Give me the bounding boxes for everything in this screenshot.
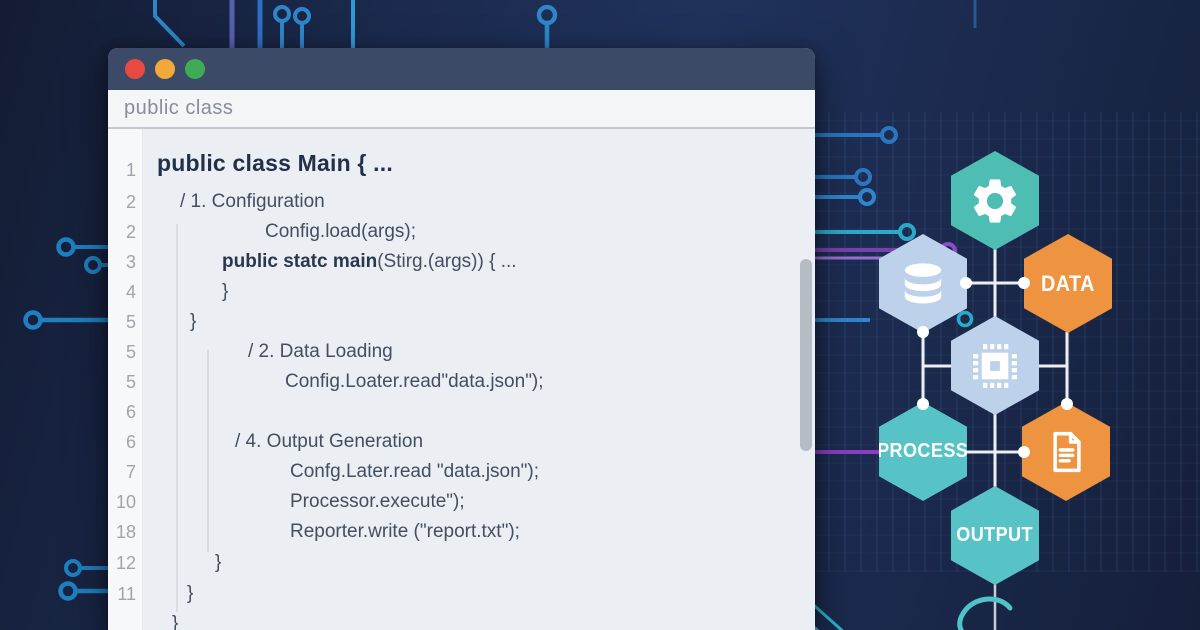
indent-guide bbox=[176, 224, 178, 612]
hex-node-process: PROCESS bbox=[879, 402, 967, 501]
zoom-button[interactable] bbox=[185, 59, 205, 79]
chip-icon bbox=[973, 343, 1017, 388]
hex-process-label: PROCESS bbox=[877, 440, 969, 462]
window-titlebar bbox=[108, 48, 815, 90]
right-circuit-traces bbox=[796, 126, 974, 630]
code-line: } bbox=[172, 613, 179, 630]
code-line: 6 bbox=[125, 402, 136, 422]
hex-output-label: OUTPUT bbox=[956, 524, 1034, 546]
code-line: 11} bbox=[117, 583, 194, 604]
line-number-gutter bbox=[108, 129, 143, 630]
close-button[interactable] bbox=[125, 59, 145, 79]
tab-bar: public class bbox=[108, 90, 815, 129]
document-icon bbox=[1053, 431, 1081, 472]
minimize-button[interactable] bbox=[155, 59, 175, 79]
top-circuit-traces bbox=[153, 0, 977, 50]
gear-icon bbox=[973, 178, 1017, 223]
code-line: 6/ 4. Output Generation bbox=[125, 431, 424, 452]
hex-node-database bbox=[879, 234, 967, 333]
code-line: 12} bbox=[115, 552, 222, 573]
connector-lines bbox=[921, 245, 1069, 488]
code-line: 5/ 2. Data Loading bbox=[125, 341, 393, 362]
scrollbar-thumb[interactable] bbox=[800, 259, 812, 451]
database-icon bbox=[904, 262, 942, 303]
tab-title: public class bbox=[124, 97, 234, 119]
indent-guide bbox=[207, 350, 209, 552]
hex-data-label: DATA bbox=[1041, 270, 1095, 296]
code-line: 5} bbox=[125, 311, 197, 332]
left-circuit-traces bbox=[23, 237, 110, 601]
code-segment: (Stirg.(args)) { ... bbox=[377, 251, 517, 272]
code-line: 4} bbox=[125, 281, 229, 302]
code-line: 2/ 1. Configuration bbox=[125, 191, 325, 212]
code-bold-segment: public statc main bbox=[222, 251, 378, 272]
